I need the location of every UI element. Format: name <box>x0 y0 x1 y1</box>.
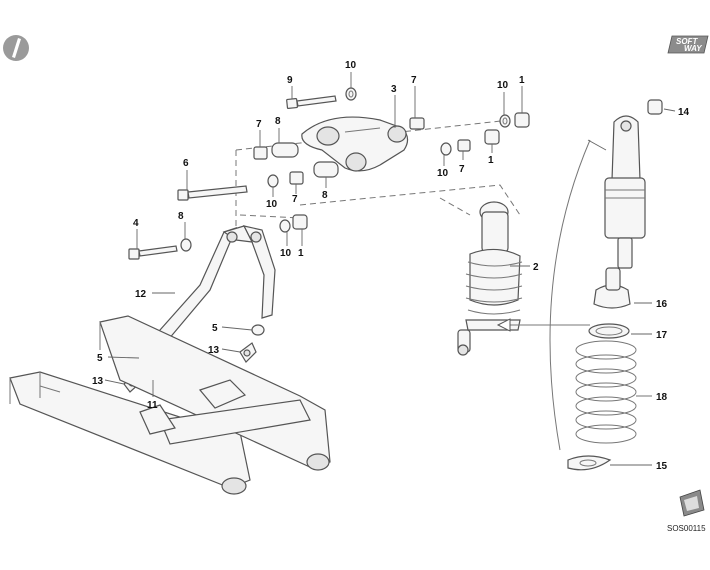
callout-8: 8 <box>322 190 328 201</box>
callout-1: 1 <box>298 248 304 259</box>
callout-labels: 9 10 3 7 10 1 14 7 8 6 10 7 1 10 8 7 8 4… <box>92 60 690 472</box>
spacer-part-7-mid <box>289 171 304 185</box>
washer-part-10-link <box>279 219 291 233</box>
cap-part-14 <box>647 99 663 115</box>
callout-4: 4 <box>133 218 139 229</box>
callout-10: 10 <box>437 168 449 179</box>
callout-3: 3 <box>391 84 397 95</box>
washer-part-5-right <box>251 324 265 336</box>
callout-10: 10 <box>266 199 278 210</box>
spacer-part-7-upper <box>409 117 425 130</box>
leader-lines <box>104 72 676 466</box>
callout-12: 12 <box>135 289 147 300</box>
washer-part-10-right <box>499 114 511 128</box>
bracket-part-13-right <box>239 342 257 363</box>
callout-14: 14 <box>678 107 690 118</box>
callout-10: 10 <box>280 248 292 259</box>
bolt-part-9 <box>286 95 337 109</box>
manual-reference-icon <box>679 489 705 517</box>
callout-2: 2 <box>533 262 539 273</box>
swingarm-frame <box>9 315 331 495</box>
callout-16: 16 <box>656 299 668 310</box>
logo-line1: SOFT <box>676 37 698 46</box>
bushing-part-1-mid <box>484 129 500 145</box>
callout-10: 8 <box>178 211 184 222</box>
collar-part-17 <box>588 323 630 339</box>
spring-part-18 <box>575 340 637 444</box>
callout-7: 7 <box>411 75 417 86</box>
washer-part-10-mid-right <box>440 142 452 156</box>
callout-5: 5 <box>212 323 218 334</box>
callout-5: 5 <box>97 353 103 364</box>
washer-part-10-top <box>345 87 357 101</box>
logo-line2: WAY <box>684 44 702 53</box>
callout-10: 10 <box>497 80 509 91</box>
callout-1: 1 <box>519 75 525 86</box>
section-badge-icon <box>3 35 29 61</box>
callout-17: 17 <box>656 330 668 341</box>
softway-logo: SOFT WAY <box>667 35 709 54</box>
rocker-link-part-3 <box>301 116 409 172</box>
callout-9: 9 <box>287 75 293 86</box>
sleeve-part-8-lower <box>313 161 339 178</box>
explode-bracket <box>496 139 607 451</box>
callout-7: 7 <box>256 119 262 130</box>
shock-absorber-part-2 <box>457 201 523 356</box>
spacer-part-7-right <box>457 139 471 152</box>
sleeve-part-8-upper <box>271 142 299 158</box>
callout-7: 7 <box>459 164 465 175</box>
bolt-part-6 <box>177 185 248 201</box>
washer-part-10-left <box>180 238 192 252</box>
adjuster-part-16 <box>593 267 631 309</box>
clip-part-15 <box>567 455 612 471</box>
callout-13: 13 <box>92 376 104 387</box>
washer-part-10-mid <box>267 174 279 188</box>
callout-13: 13 <box>208 345 220 356</box>
spacer-part-7-left <box>253 146 268 160</box>
bushing-part-1-link <box>292 214 308 230</box>
bolt-part-4 <box>128 245 178 260</box>
bushing-part-1-right <box>514 112 530 128</box>
callout-6: 6 <box>183 158 189 169</box>
callout-10: 10 <box>345 60 357 71</box>
callout-11: 11 <box>147 400 158 411</box>
callout-1: 1 <box>488 155 494 166</box>
callout-15: 15 <box>656 461 668 472</box>
callout-18: 18 <box>656 392 668 403</box>
callout-7: 7 <box>292 194 298 205</box>
drawing-code: SOS00115 <box>667 524 706 533</box>
callout-8: 8 <box>275 116 281 127</box>
shock-body-expanded <box>604 115 646 269</box>
